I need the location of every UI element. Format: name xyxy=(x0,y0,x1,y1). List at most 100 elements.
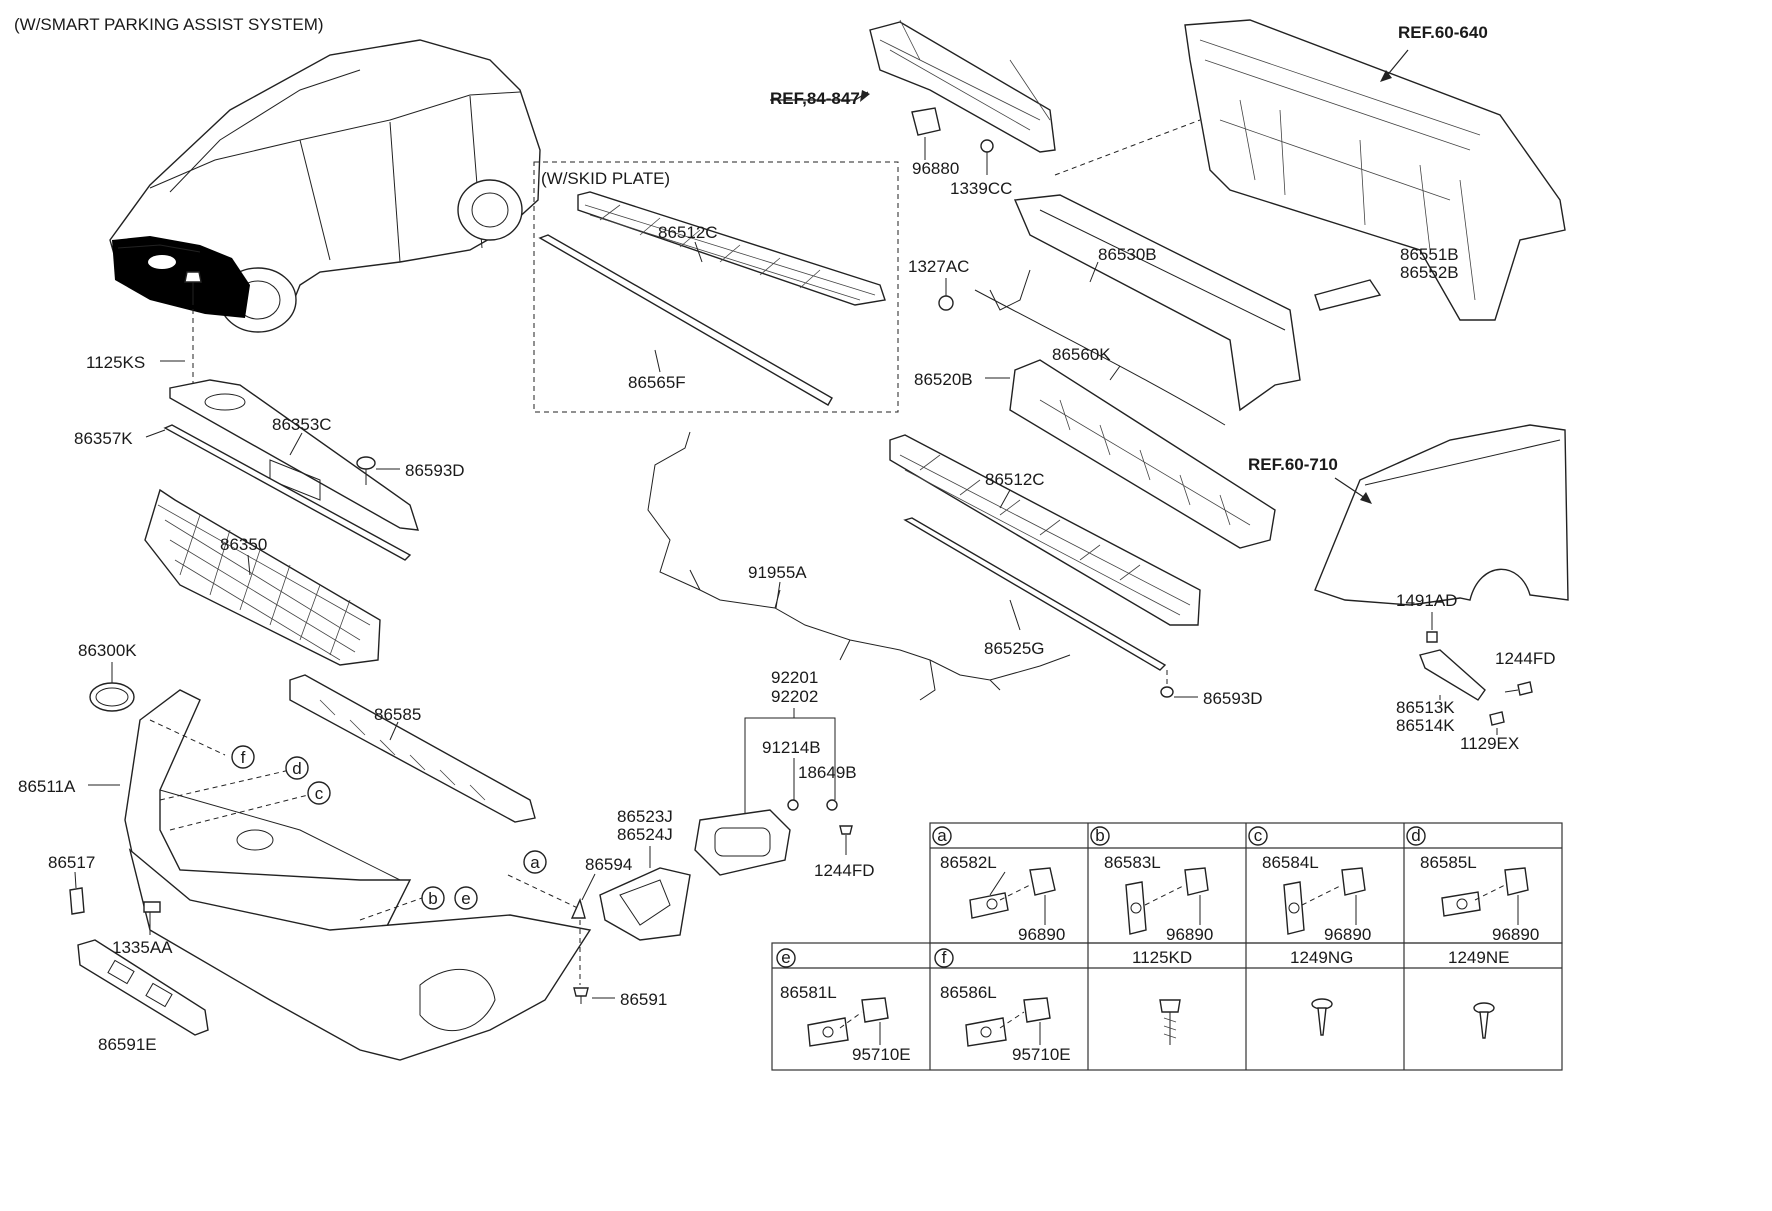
front-bumper-86511a xyxy=(124,689,592,1061)
label-86353c: 86353C xyxy=(272,415,332,434)
label-86552b: 86552B xyxy=(1400,263,1459,282)
legend-c-sensor: 96890 xyxy=(1324,925,1371,944)
label-86524j: 86524J xyxy=(617,825,673,844)
ref-60-710: REF.60-710 xyxy=(1248,455,1338,474)
grille-86350 xyxy=(144,488,381,666)
legend-cell-d: d 86585L 96890 xyxy=(1406,826,1539,944)
callout-a: a xyxy=(523,850,547,874)
legend-e-bracket: 86581L xyxy=(780,983,837,1002)
label-1244fd-fender: 1244FD xyxy=(1495,649,1555,668)
legend-a-bracket: 86582L xyxy=(940,853,997,872)
part-86517 xyxy=(69,887,85,915)
callout-c: c xyxy=(307,781,331,805)
label-86300k: 86300K xyxy=(78,641,137,660)
label-86517: 86517 xyxy=(48,853,95,872)
upper-bracket-86353c xyxy=(169,379,419,531)
label-1244fd-lamp: 1244FD xyxy=(814,861,874,880)
bumper-beam-86530b xyxy=(989,194,1301,412)
skid-strip-86565f xyxy=(538,234,833,406)
callout-d-letter: d xyxy=(292,759,301,778)
hardware-1249ne-icon xyxy=(1473,1002,1495,1039)
label-86594: 86594 xyxy=(585,855,632,874)
absorber-86520b xyxy=(1009,359,1276,549)
legend-f-sensor: 95710E xyxy=(1012,1045,1071,1064)
callout-b-letter: b xyxy=(428,889,437,908)
label-92202: 92202 xyxy=(771,687,818,706)
label-86511a: 86511A xyxy=(18,777,76,796)
callout-b: b xyxy=(421,886,445,910)
vehicle-illustration xyxy=(109,39,541,333)
screw-1129ex xyxy=(1489,711,1505,726)
label-1125ks: 1125KS xyxy=(86,353,145,372)
bolt-1125ks xyxy=(160,271,202,385)
legend-e-sensor: 95710E xyxy=(852,1045,911,1064)
callout-c-letter: c xyxy=(315,784,324,803)
clip-86593d-top xyxy=(356,456,400,485)
hardware-1125kd-icon xyxy=(1159,999,1181,1045)
skid-grille-86512c xyxy=(577,191,886,306)
label-86357k: 86357K xyxy=(74,429,133,448)
callout-e-letter: e xyxy=(461,889,470,908)
label-86593d-bottom: 86593D xyxy=(1203,689,1263,708)
plate-bracket-86591e xyxy=(77,939,209,1036)
label-1335aa: 1335AA xyxy=(112,938,173,957)
legend-d-bracket: 86585L xyxy=(1420,853,1477,872)
strip-86525g xyxy=(903,517,1167,671)
bulb-18649b xyxy=(787,799,799,811)
legend-b-sensor: 96890 xyxy=(1166,925,1213,944)
screw-1244fd-fender xyxy=(1517,681,1533,696)
screw-86591 xyxy=(573,987,589,997)
hardware-1249ng-icon xyxy=(1311,998,1333,1036)
label-86593d-top: 86593D xyxy=(405,461,465,480)
label-1129ex: 1129EX xyxy=(1460,734,1519,753)
legend-cell-a: a 86582L 96890 xyxy=(932,826,1065,944)
legend-table xyxy=(771,822,1563,1071)
nut-1327ac xyxy=(938,295,954,311)
callout-a-letter: a xyxy=(530,853,540,872)
label-86530b: 86530B xyxy=(1098,245,1157,264)
ref-84-847: REF,84-847 xyxy=(770,89,860,108)
label-86551b: 86551B xyxy=(1400,245,1459,264)
legend-cell-f: f 86586L 95710E xyxy=(934,948,1071,1064)
label-86560k: 86560K xyxy=(1052,345,1111,364)
label-86350: 86350 xyxy=(220,535,267,554)
legend-c-bracket: 86584L xyxy=(1262,853,1319,872)
bracket-86551b xyxy=(1314,279,1382,311)
label-91214b: 91214B xyxy=(762,738,821,757)
bracket-86513k xyxy=(1419,649,1486,701)
label-96880: 96880 xyxy=(912,159,959,178)
label-1339cc: 1339CC xyxy=(950,179,1012,198)
legend-a-key: a xyxy=(937,826,947,845)
clip-1335aa xyxy=(143,901,161,913)
screw-1244fd-lamp xyxy=(839,825,853,835)
skid-plate-box xyxy=(533,161,899,413)
strip-86357k xyxy=(163,424,412,561)
label-86513k: 86513K xyxy=(1396,698,1455,717)
legend-d-key: d xyxy=(1411,826,1420,845)
label-92201: 92201 xyxy=(771,668,818,687)
smart-parking-header: (W/SMART PARKING ASSIST SYSTEM) xyxy=(14,15,324,34)
label-18649b: 18649B xyxy=(798,763,857,782)
label-86565f: 86565F xyxy=(628,373,686,392)
legend-f-key: f xyxy=(942,948,947,967)
label-86514k: 86514K xyxy=(1396,716,1455,735)
lower-grille-86512c xyxy=(889,434,1201,626)
callout-f-letter: f xyxy=(241,748,246,767)
clip-86593d-bottom xyxy=(1160,686,1174,698)
legend-b-bracket: 86583L xyxy=(1104,853,1161,872)
label-86591: 86591 xyxy=(620,990,667,1009)
label-86523j: 86523J xyxy=(617,807,673,826)
legend-a-sensor: 96890 xyxy=(1018,925,1065,944)
legend-b-key: b xyxy=(1095,826,1104,845)
label-1491ad: 1491AD xyxy=(1396,591,1457,610)
emblem-86300k xyxy=(89,682,135,712)
clip-86594 xyxy=(570,897,586,919)
label-1327ac: 1327AC xyxy=(908,257,969,276)
hardware-1125kd-label: 1125KD xyxy=(1132,948,1192,967)
label-86512c-skid: 86512C xyxy=(658,223,718,242)
fender xyxy=(1314,424,1569,606)
label-86512c: 86512C xyxy=(985,470,1045,489)
legend-d-sensor: 96890 xyxy=(1492,925,1539,944)
label-86591e: 86591E xyxy=(98,1035,157,1054)
